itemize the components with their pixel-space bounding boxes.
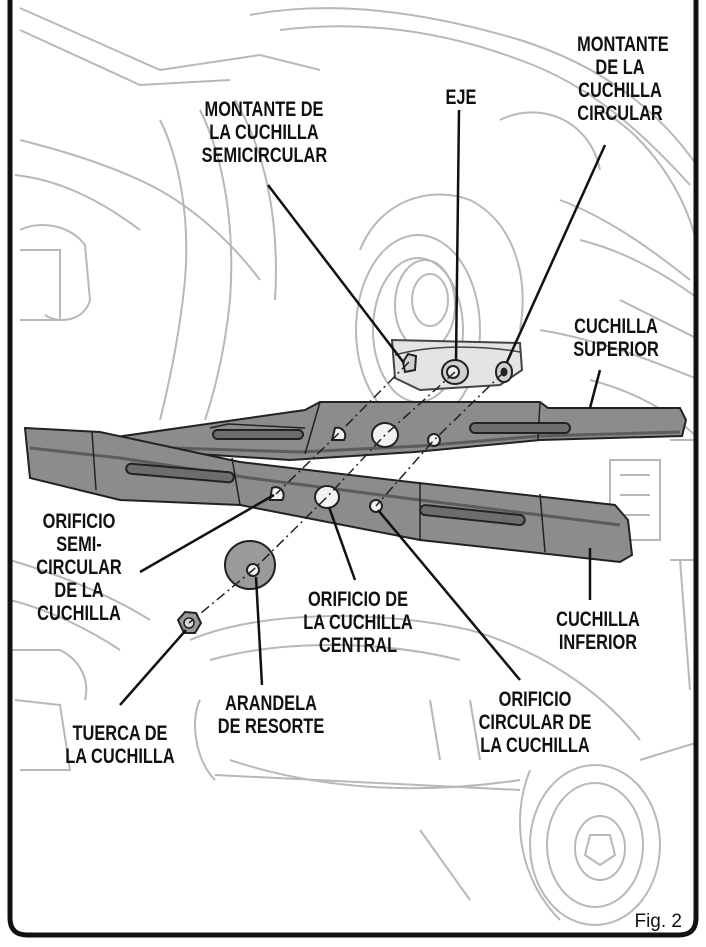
leader-spring-washer (254, 576, 264, 686)
leader-upper-blade (588, 369, 602, 409)
label-upper-blade: CUCHILLA SUPERIOR (573, 315, 659, 361)
alignment-lines (188, 361, 505, 624)
semicircular-blade-mount (401, 352, 418, 374)
leader-circular-mount (505, 144, 607, 363)
leader-shaft (454, 109, 461, 362)
label-semicircular-blade-hole: ORIFICIO SEMI- CIRCULAR DE LA CUCHILLA (36, 510, 122, 625)
label-shaft: EJE (445, 86, 477, 109)
label-spring-washer: ARANDELA DE RESORTE (217, 692, 325, 738)
label-semicircular-blade-mount: MONTANTE DE LA CUCHILLA SEMICIRCULAR (201, 98, 328, 167)
mower-deck-sketch (9, 7, 698, 926)
label-blade-nut: TUERCA DE LA CUCHILLA (65, 722, 175, 768)
spring-washer (224, 540, 276, 590)
label-circular-blade-mount: MONTANTE DE LA CUCHILLA CIRCULAR (577, 33, 669, 125)
leader-central-hole (327, 506, 357, 581)
label-central-blade-hole: ORIFICIO DE LA CUCHILLA CENTRAL (303, 588, 413, 657)
figure-frame (7, 0, 699, 938)
leader-semicircular-hole (139, 493, 275, 574)
leader-lines (119, 109, 607, 706)
leader-semicircular-mount (267, 184, 405, 364)
label-circular-blade-hole: ORIFICIO CIRCULAR DE LA CUCHILLA (478, 688, 592, 757)
leader-nut (119, 629, 187, 706)
leader-circular-hole (377, 509, 521, 681)
label-lower-blade: CUCHILLA INFERIOR (556, 608, 640, 654)
figure-caption: Fig. 2 (634, 911, 682, 932)
